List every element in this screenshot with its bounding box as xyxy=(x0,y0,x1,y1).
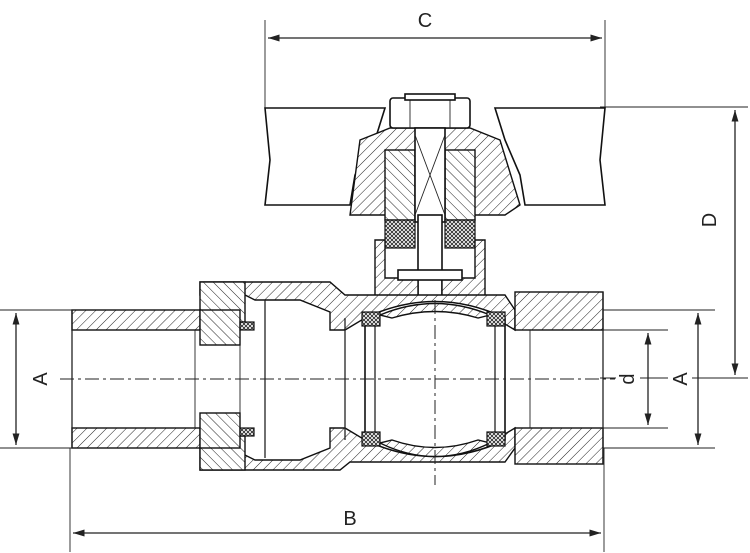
dimension-d-label: D xyxy=(699,213,721,227)
valve-stem xyxy=(384,127,476,301)
dimension-a-right: A xyxy=(600,309,715,449)
dimension-a-right-label: A xyxy=(670,372,692,386)
dimension-a-left-label: A xyxy=(30,372,52,386)
dimension-c-label: C xyxy=(418,10,432,32)
right-connector xyxy=(514,291,604,465)
left-connector xyxy=(71,309,255,449)
dimension-d-bore-label: d xyxy=(617,373,639,384)
dimension-d-bore: d xyxy=(600,329,668,429)
dimension-b: B xyxy=(69,448,605,552)
dimension-b-label: B xyxy=(343,508,356,530)
stem-nut xyxy=(389,93,471,129)
dimension-a-left: A xyxy=(0,309,75,449)
dimension-d: D xyxy=(600,106,748,379)
ball xyxy=(361,300,506,458)
dimension-c: C xyxy=(264,8,606,110)
